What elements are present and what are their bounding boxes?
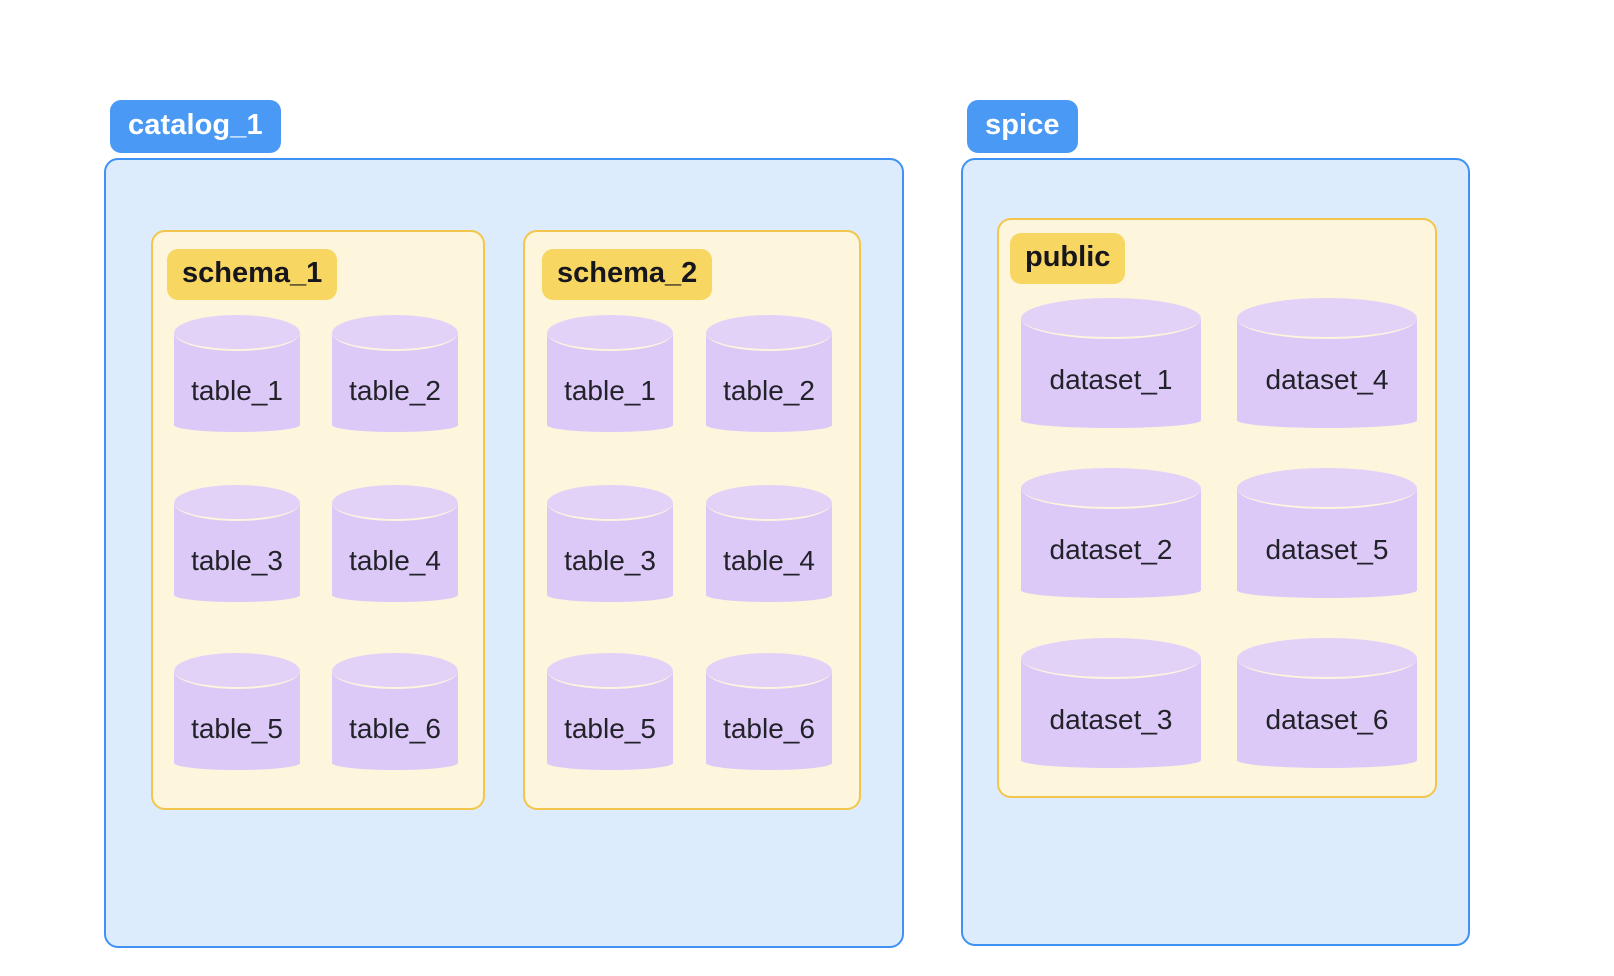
table-label-table_5: table_5 <box>564 713 656 744</box>
cylinder-top-icon <box>1021 638 1201 679</box>
schema-panel-public: public dataset_1 dataset_4 data <box>997 218 1437 798</box>
cylinder-top-icon <box>1237 468 1417 509</box>
dataset-label-dataset_4: dataset_4 <box>1265 364 1389 395</box>
cylinder-top-icon <box>547 653 673 689</box>
schema-panel-schema_1: schema_1 table_1 table_2 table_ <box>151 230 485 810</box>
schema-label-schema_1[interactable]: schema_1 <box>167 249 338 300</box>
cylinder-top-icon <box>1237 298 1417 339</box>
table-cylinder-table_1[interactable]: table_1 <box>174 315 300 432</box>
catalog-group-catalog_1: catalog_1 schema_1 table_1 table_2 <box>104 100 904 948</box>
dataset-label-dataset_1: dataset_1 <box>1049 364 1173 395</box>
cylinder-top-icon <box>706 485 832 521</box>
schema-label-public[interactable]: public <box>1010 233 1126 284</box>
dataset-cylinder-dataset_1[interactable]: dataset_1 <box>1021 298 1201 428</box>
cylinder-top-icon <box>174 653 300 689</box>
table-label-table_3: table_3 <box>564 545 656 576</box>
table-label-table_2: table_2 <box>723 375 815 406</box>
cylinder-top-icon <box>174 315 300 351</box>
table-label-table_6: table_6 <box>723 713 815 744</box>
cylinder-top-icon <box>706 315 832 351</box>
table-cylinder-table_2[interactable]: table_2 <box>706 315 832 432</box>
catalog-panel-spice: public dataset_1 dataset_4 data <box>961 158 1470 946</box>
table-cylinder-table_4[interactable]: table_4 <box>706 485 832 602</box>
dataset-label-dataset_6: dataset_6 <box>1265 704 1389 735</box>
catalog-label-catalog_1[interactable]: catalog_1 <box>110 100 281 153</box>
schema-panel-schema_2: schema_2 table_1 table_2 table_3 <box>523 230 861 810</box>
cylinder-top-icon <box>174 485 300 521</box>
table-label-table_4: table_4 <box>349 545 441 576</box>
table-label-table_2: table_2 <box>349 375 441 406</box>
cylinder-top-icon <box>547 485 673 521</box>
cylinder-top-icon <box>1237 638 1417 679</box>
dataset-cylinder-dataset_4[interactable]: dataset_4 <box>1237 298 1417 428</box>
table-cylinder-table_4[interactable]: table_4 <box>332 485 458 602</box>
catalog-label-spice[interactable]: spice <box>967 100 1078 153</box>
table-cylinder-table_2[interactable]: table_2 <box>332 315 458 432</box>
dataset-label-dataset_5: dataset_5 <box>1265 534 1389 565</box>
dataset-cylinder-dataset_3[interactable]: dataset_3 <box>1021 638 1201 768</box>
table-cylinder-table_6[interactable]: table_6 <box>332 653 458 770</box>
cylinder-top-icon <box>1021 468 1201 509</box>
table-cylinder-table_3[interactable]: table_3 <box>547 485 673 602</box>
dataset-label-dataset_2: dataset_2 <box>1049 534 1173 565</box>
table-cylinder-table_1[interactable]: table_1 <box>547 315 673 432</box>
table-label-table_4: table_4 <box>723 545 815 576</box>
dataset-label-dataset_3: dataset_3 <box>1049 704 1173 735</box>
cylinder-top-icon <box>1021 298 1201 339</box>
dataset-cylinder-dataset_2[interactable]: dataset_2 <box>1021 468 1201 598</box>
table-cylinder-table_5[interactable]: table_5 <box>174 653 300 770</box>
table-label-table_1: table_1 <box>191 375 283 406</box>
cylinder-top-icon <box>706 653 832 689</box>
cylinder-top-icon <box>547 315 673 351</box>
dataset-cylinder-dataset_5[interactable]: dataset_5 <box>1237 468 1417 598</box>
cylinder-top-icon <box>332 653 458 689</box>
table-label-table_6: table_6 <box>349 713 441 744</box>
schema-label-schema_2[interactable]: schema_2 <box>542 249 713 300</box>
table-cylinder-table_6[interactable]: table_6 <box>706 653 832 770</box>
table-cylinder-table_5[interactable]: table_5 <box>547 653 673 770</box>
cylinder-top-icon <box>332 485 458 521</box>
table-label-table_5: table_5 <box>191 713 283 744</box>
table-label-table_1: table_1 <box>564 375 656 406</box>
cylinder-top-icon <box>332 315 458 351</box>
catalog-group-spice: spice public dataset_1 dataset_4 <box>961 100 1470 946</box>
catalog-panel-catalog_1: schema_1 table_1 table_2 table_ <box>104 158 904 948</box>
dataset-cylinder-dataset_6[interactable]: dataset_6 <box>1237 638 1417 768</box>
table-label-table_3: table_3 <box>191 545 283 576</box>
table-cylinder-table_3[interactable]: table_3 <box>174 485 300 602</box>
